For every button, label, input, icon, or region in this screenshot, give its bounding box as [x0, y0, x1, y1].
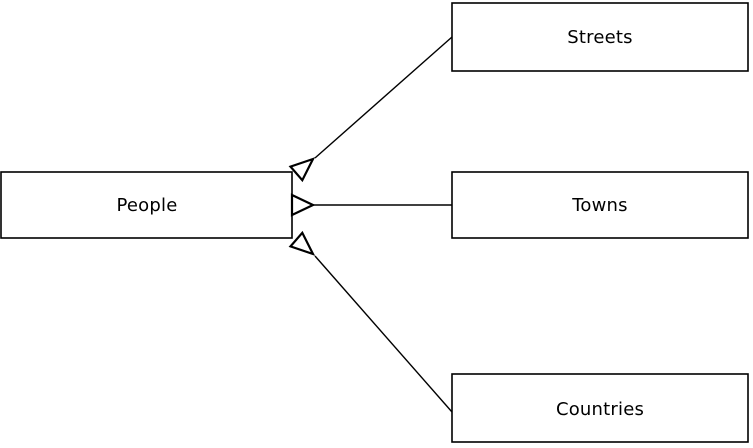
entity-label-group: People Streets Towns Countries: [116, 27, 644, 420]
entity-box-countries[interactable]: [451, 373, 749, 443]
entity-label-towns: Towns: [571, 195, 627, 216]
entity-label-people: People: [116, 195, 177, 216]
connector-people-countries[interactable]: [314, 255, 453, 413]
arrowhead-people-towns[interactable]: [290, 193, 316, 217]
entity-group: [0, 2, 749, 443]
arrowhead-people-countries[interactable]: [288, 230, 318, 261]
entity-label-streets: Streets: [567, 27, 632, 48]
entity-box-towns[interactable]: [451, 171, 749, 239]
arrowhead-people-streets[interactable]: [288, 152, 318, 183]
arrowhead-group: [288, 152, 318, 261]
connector-people-streets[interactable]: [314, 36, 453, 159]
entity-box-streets[interactable]: [451, 2, 749, 72]
entity-label-countries: Countries: [556, 399, 644, 420]
connector-group: [312, 36, 453, 413]
